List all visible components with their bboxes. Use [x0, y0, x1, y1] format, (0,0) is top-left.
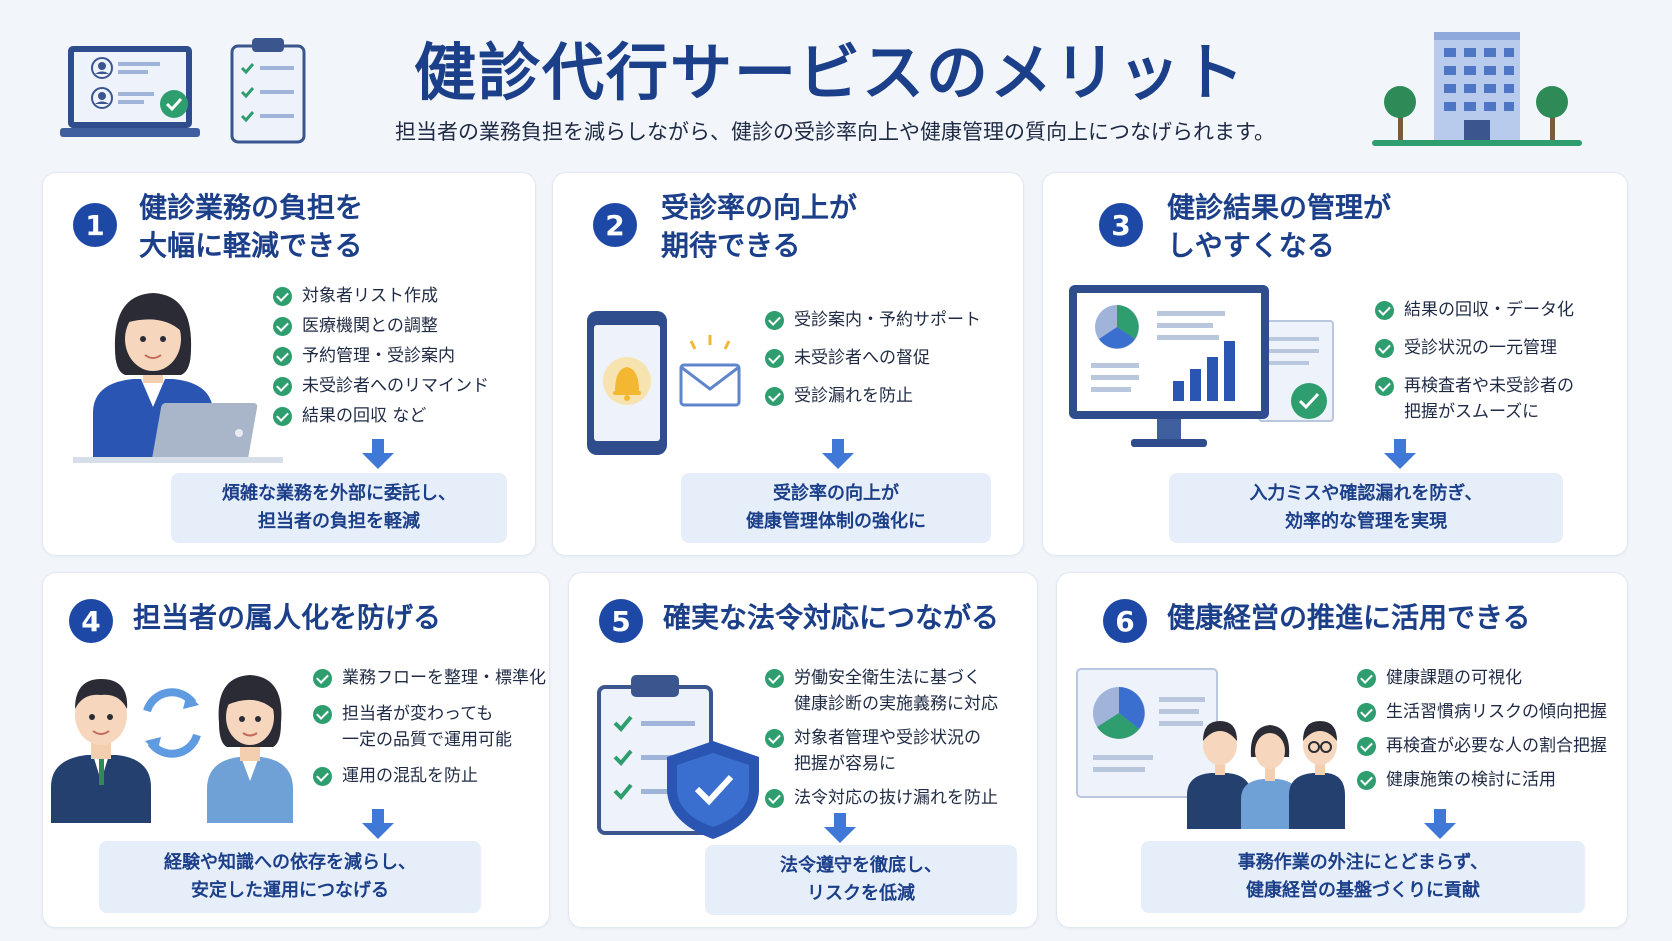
benefit-card-4: 4 担当者の属人化を防げる 業務フローを整理・標準化 担当者が変わっても一定の品…: [42, 572, 550, 928]
check-icon: [1375, 377, 1394, 396]
arrow-down-icon: [362, 809, 394, 839]
check-icon: [313, 705, 332, 724]
card-title: 健診結果の管理が しやすくなる: [1167, 191, 1392, 262]
list-item: 法令対応の抜け漏れを防止: [765, 785, 998, 811]
list-item: 受診漏れを防止: [765, 383, 981, 409]
check-icon: [1375, 301, 1394, 320]
card-number: 6: [1103, 599, 1147, 643]
team-report-icon: [1076, 668, 1345, 829]
page-title: 健診代行サービスのメリット: [413, 36, 1246, 109]
checklist-clipboard-icon: [230, 38, 306, 144]
list-item: 対象者リスト作成: [273, 283, 489, 309]
check-icon: [765, 729, 784, 748]
list-item: 結果の回収・データ化: [1375, 297, 1574, 323]
check-icon: [273, 407, 292, 426]
checklist: 結果の回収・データ化 受診状況の一元管理 再検査者や未受診者の把握がスムーズに: [1375, 297, 1574, 425]
result-box: 法令遵守を徹底し、 リスクを低減: [705, 845, 1017, 915]
list-item: 業務フローを整理・標準化: [313, 665, 546, 691]
card-number: 2: [593, 203, 637, 247]
result-box: 経験や知識への依存を減らし、 安定した運用につなげる: [99, 841, 481, 913]
arrow-down-icon: [1424, 809, 1456, 839]
list-item: 再検査者や未受診者の把握がスムーズに: [1375, 373, 1574, 425]
check-icon: [273, 317, 292, 336]
page-subtitle: 担当者の業務負担を減らしながら、健診の受診率向上や健康管理の質向上につなげられま…: [395, 120, 1275, 144]
check-icon: [765, 387, 784, 406]
result-box: 受診率の向上が 健康管理体制の強化に: [681, 473, 991, 543]
list-item: 対象者管理や受診状況の把握が容易に: [765, 725, 998, 777]
card-title: 確実な法令対応につながる: [663, 601, 1000, 634]
check-icon: [1357, 737, 1376, 756]
list-item: 健康課題の可視化: [1357, 665, 1607, 691]
benefit-card-3: 3 健診結果の管理が しやすくなる 結果の回収・データ化 受診状況の一元管理 再…: [1042, 172, 1628, 556]
page-header: 健診代行サービスのメリット 担当者の業務負担を減らしながら、健診の受診率向上や健…: [0, 0, 1672, 160]
list-item: 受診状況の一元管理: [1375, 335, 1574, 361]
list-item: 結果の回収 など: [273, 403, 489, 429]
checklist: 業務フローを整理・標準化 担当者が変わっても一定の品質で運用可能 運用の混乱を防…: [313, 665, 546, 789]
check-icon: [313, 767, 332, 786]
arrow-down-icon: [824, 813, 856, 843]
result-box: 入力ミスや確認漏れを防ぎ、 効率的な管理を実現: [1169, 473, 1563, 543]
arrow-down-icon: [362, 439, 394, 469]
list-item: 再検査が必要な人の割合把握: [1357, 733, 1607, 759]
card-title: 健康経営の推進に活用できる: [1167, 601, 1531, 634]
card-title: 受診率の向上が 期待できる: [661, 191, 858, 262]
checklist: 受診案内・予約サポート 未受診者への督促 受診漏れを防止: [765, 307, 981, 409]
check-icon: [1357, 669, 1376, 688]
check-icon: [765, 789, 784, 808]
card-title: 健診業務の負担を 大幅に軽減できる: [139, 191, 364, 262]
phone-bell-icon: [587, 311, 741, 455]
checklist: 健康課題の可視化 生活習慣病リスクの傾向把握 再検査が必要な人の割合把握 健康施…: [1357, 665, 1607, 793]
list-item: 予約管理・受診案内: [273, 343, 489, 369]
check-icon: [1375, 339, 1394, 358]
card-number: 3: [1099, 203, 1143, 247]
check-icon: [765, 349, 784, 368]
list-item: 健康施策の検討に活用: [1357, 767, 1607, 793]
handover-icon: [51, 675, 293, 823]
laptop-profile-icon: [60, 46, 200, 137]
list-item: 担当者が変わっても一定の品質で運用可能: [313, 701, 546, 753]
check-icon: [765, 311, 784, 330]
result-box: 事務作業の外注にとどまらず、 健康経営の基盤づくりに貢献: [1141, 841, 1585, 913]
list-item: 医療機関との調整: [273, 313, 489, 339]
check-icon: [765, 669, 784, 688]
checklist: 対象者リスト作成 医療機関との調整 予約管理・受診案内 未受診者へのリマインド …: [273, 283, 489, 429]
check-icon: [273, 287, 292, 306]
card-number: 1: [73, 203, 117, 247]
list-item: 未受診者へのリマインド: [273, 373, 489, 399]
clipboard-shield-icon: [597, 675, 759, 839]
list-item: 労働安全衛生法に基づく健康診断の実施義務に対応: [765, 665, 998, 717]
checklist: 労働安全衛生法に基づく健康診断の実施義務に対応 対象者管理や受診状況の把握が容易…: [765, 665, 998, 811]
monitor-chart-icon: [1069, 285, 1334, 447]
card-number: 5: [599, 599, 643, 643]
list-item: 受診案内・予約サポート: [765, 307, 981, 333]
list-item: 未受診者への督促: [765, 345, 981, 371]
benefit-card-1: 1 健診業務の負担を 大幅に軽減できる 対象者リスト作成 医療機関との調整 予約…: [42, 172, 536, 556]
check-icon: [273, 347, 292, 366]
arrow-down-icon: [1384, 439, 1416, 469]
benefit-card-6: 6 健康経営の推進に活用できる 健康課題の可視化 生活習慣病リスクの傾向把握 再…: [1056, 572, 1628, 928]
benefit-card-5: 5 確実な法令対応につながる 労働安全衛生法に基づく健康診断の実施義務に対応 対…: [568, 572, 1038, 928]
office-building-icon: [1372, 32, 1582, 146]
check-icon: [273, 377, 292, 396]
check-icon: [313, 669, 332, 688]
result-box: 煩雑な業務を外部に委託し、 担当者の負担を軽減: [171, 473, 507, 543]
list-item: 運用の混乱を防止: [313, 763, 546, 789]
card-title: 担当者の属人化を防げる: [133, 601, 442, 634]
benefit-card-2: 2 受診率の向上が 期待できる 受診案内・予約サポート 未受診者への督促 受診漏…: [552, 172, 1024, 556]
list-item: 生活習慣病リスクの傾向把握: [1357, 699, 1607, 725]
arrow-down-icon: [822, 439, 854, 469]
check-icon: [1357, 703, 1376, 722]
card-number: 4: [69, 599, 113, 643]
woman-laptop-icon: [73, 293, 283, 463]
check-icon: [1357, 771, 1376, 790]
